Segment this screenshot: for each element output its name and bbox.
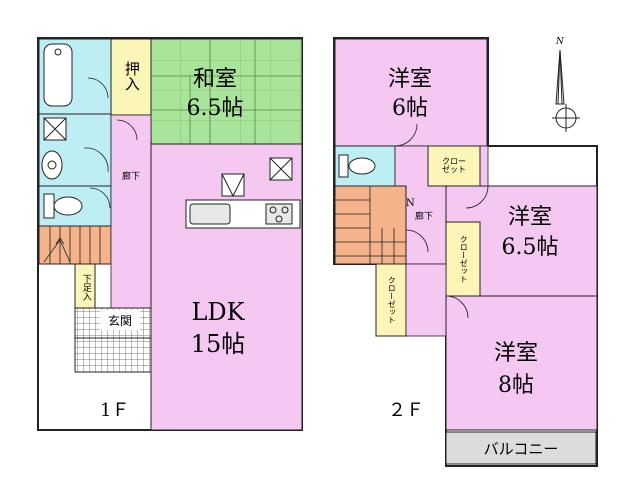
floor-1: UP 和室 6.5帖 LDK 15帖 bbox=[37, 37, 303, 431]
oshiire bbox=[110, 38, 152, 116]
compass-icon: N bbox=[552, 37, 580, 132]
closet-right-label: クローゼット bbox=[459, 235, 469, 283]
room-bottom-2f bbox=[445, 295, 598, 431]
compass-north: N bbox=[555, 37, 565, 47]
ldk-name: LDK bbox=[191, 298, 245, 326]
hallway-2f-label: 廊下 bbox=[414, 212, 433, 223]
porch bbox=[74, 337, 152, 373]
balcony-label: バルコニー bbox=[484, 440, 559, 458]
room-bottom-size: 8帖 bbox=[498, 373, 534, 398]
stairs-down-label: DN bbox=[398, 198, 415, 209]
stairs-2f bbox=[334, 185, 407, 265]
hallway-1f bbox=[110, 114, 152, 311]
refrigerator-icon bbox=[221, 173, 245, 198]
closet-small-2f bbox=[427, 145, 481, 187]
room-top-2f bbox=[334, 38, 488, 147]
hall-lower-2f bbox=[405, 263, 447, 337]
room-top-name: 洋室 bbox=[388, 67, 432, 92]
closet-right-2f bbox=[445, 221, 481, 297]
washing-machine-icon bbox=[41, 150, 63, 180]
closet-small-label: クロー ゼット bbox=[442, 156, 466, 174]
toilet-icon bbox=[43, 193, 83, 219]
floor2-label: ２Ｆ bbox=[388, 400, 424, 421]
kitchen-counter-icon bbox=[185, 199, 301, 229]
bathtub-icon bbox=[43, 43, 73, 107]
hallway-1f-label: 廊下 bbox=[121, 172, 140, 183]
closet-left-label: クローゼット bbox=[387, 276, 397, 324]
ldk-size: 15帖 bbox=[191, 330, 246, 358]
balcony bbox=[445, 431, 597, 465]
shoe-storage-label: 下足入 bbox=[80, 273, 91, 301]
room-right-size: 6.5帖 bbox=[502, 235, 559, 260]
washitsu-size: 6.5帖 bbox=[187, 96, 244, 121]
room-bottom-name: 洋室 bbox=[494, 341, 538, 366]
storage-box-icon bbox=[269, 157, 293, 181]
washitsu-name: 和室 bbox=[193, 67, 237, 92]
floor-2: 洋室 6帖 DN 洋室 6.5帖 洋室 8帖 bbox=[333, 37, 598, 467]
oshiire-label: 押入 bbox=[122, 61, 141, 91]
toilet-icon bbox=[338, 154, 376, 178]
room-right-name: 洋室 bbox=[508, 205, 552, 230]
floor1-label: 1Ｆ bbox=[100, 400, 129, 421]
sink-icon bbox=[43, 117, 67, 141]
room-top-size: 6帖 bbox=[392, 96, 428, 121]
entrance-label: 玄関 bbox=[108, 313, 132, 328]
